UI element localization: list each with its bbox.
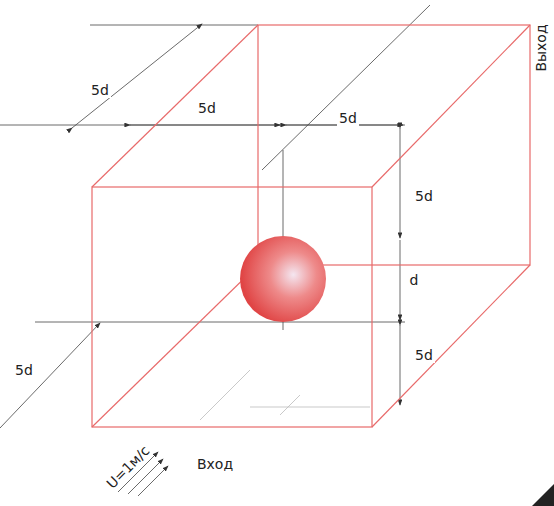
dimension-label: d [408, 272, 421, 288]
sphere [240, 236, 326, 322]
velocity-label: U=1м/с [102, 441, 154, 493]
dimension-label: 5d [337, 110, 359, 126]
inlet-label: Вход [195, 456, 235, 472]
dimension-label: 5d [196, 100, 218, 116]
dimension-label: 5d [413, 188, 435, 204]
dimension-label: 5d [413, 347, 435, 363]
dimension-label: 5d [13, 362, 35, 378]
outlet-label: Выход [533, 22, 549, 73]
dimension-label: 5d [89, 82, 111, 98]
